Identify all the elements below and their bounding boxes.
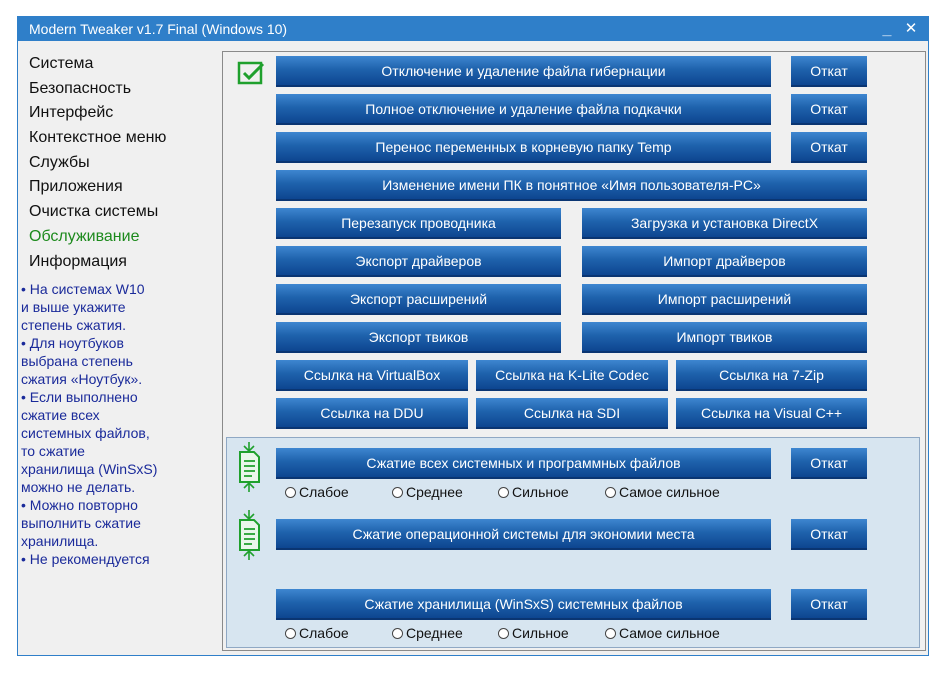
radio-label: Среднее [406, 484, 463, 500]
compress-document-icon [239, 442, 260, 492]
window-title: Modern Tweaker v1.7 Final (Windows 10) [29, 21, 288, 37]
compress-all-level-group: Слабое Среднее Сильное Самое сильное [285, 484, 845, 502]
radio-label: Слабое [299, 625, 349, 641]
radio-winsxs-strong[interactable]: Сильное [498, 625, 569, 641]
rollback-pagefile-button[interactable]: Откат [791, 94, 867, 125]
import-drivers-button[interactable]: Импорт драйверов [582, 246, 867, 277]
compression-panel: Сжатие всех системных и программных файл… [226, 437, 920, 648]
sidebar-item-cleanup[interactable]: Очистка системы [29, 203, 159, 221]
export-tweaks-button[interactable]: Экспорт твиков [276, 322, 561, 353]
compress-os-button[interactable]: Сжатие операционной системы для экономии… [276, 519, 771, 550]
app-window: Modern Tweaker v1.7 Final (Windows 10) _… [17, 16, 929, 656]
radio-all-weak[interactable]: Слабое [285, 484, 349, 500]
radio-circle[interactable] [498, 627, 509, 639]
close-button[interactable]: ✕ [904, 20, 918, 37]
radio-circle[interactable] [392, 627, 403, 639]
radio-circle[interactable] [605, 486, 616, 498]
link-vcpp-button[interactable]: Ссылка на Visual C++ [676, 398, 867, 429]
restart-explorer-button[interactable]: Перезапуск проводника [276, 208, 561, 239]
radio-circle[interactable] [605, 627, 616, 639]
import-tweaks-button[interactable]: Импорт твиков [582, 322, 867, 353]
title-bar[interactable]: Modern Tweaker v1.7 Final (Windows 10) _… [18, 17, 928, 41]
radio-all-strongest[interactable]: Самое сильное [605, 484, 720, 500]
export-drivers-button[interactable]: Экспорт драйверов [276, 246, 561, 277]
rollback-compress-winsxs-button[interactable]: Откат [791, 589, 867, 620]
compress-all-files-button[interactable]: Сжатие всех системных и программных файл… [276, 448, 771, 479]
rollback-temp-button[interactable]: Откат [791, 132, 867, 163]
radio-label: Самое сильное [619, 484, 720, 500]
sidebar-item-context-menu[interactable]: Контекстное меню [29, 129, 167, 147]
maintenance-panel: Отключение и удаление файла гибернации О… [222, 51, 926, 651]
sidebar-item-system[interactable]: Система [29, 55, 94, 72]
radio-all-medium[interactable]: Среднее [392, 484, 463, 500]
radio-label: Сильное [512, 625, 569, 641]
rollback-compress-os-button[interactable]: Откат [791, 519, 867, 550]
info-text: • На системах W10 и выше укажите степень… [21, 281, 158, 567]
radio-all-strong[interactable]: Сильное [498, 484, 569, 500]
radio-circle[interactable] [498, 486, 509, 498]
move-temp-button[interactable]: Перенос переменных в корневую папку Temp [276, 132, 771, 163]
rollback-hibernation-button[interactable]: Откат [791, 56, 867, 87]
install-directx-button[interactable]: Загрузка и установка DirectX [582, 208, 867, 239]
radio-circle[interactable] [285, 627, 296, 639]
minimize-button[interactable]: _ [882, 21, 892, 38]
sidebar: Система Безопасность Интерфейс Контекстн… [29, 53, 219, 275]
compress-document-icon [239, 510, 260, 560]
export-extensions-button[interactable]: Экспорт расширений [276, 284, 561, 315]
import-extensions-button[interactable]: Импорт расширений [582, 284, 867, 315]
compress-winsxs-button[interactable]: Сжатие хранилища (WinSxS) системных файл… [276, 589, 771, 620]
rollback-compress-all-button[interactable]: Откат [791, 448, 867, 479]
link-virtualbox-button[interactable]: Ссылка на VirtualBox [276, 360, 468, 391]
radio-label: Среднее [406, 625, 463, 641]
compress-winsxs-level-group: Слабое Среднее Сильное Самое сильное [285, 625, 845, 643]
link-sdi-button[interactable]: Ссылка на SDI [476, 398, 668, 429]
radio-winsxs-strongest[interactable]: Самое сильное [605, 625, 720, 641]
radio-label: Слабое [299, 484, 349, 500]
sidebar-item-services[interactable]: Службы [29, 153, 90, 171]
disable-pagefile-button[interactable]: Полное отключение и удаление файла подка… [276, 94, 771, 125]
radio-label: Сильное [512, 484, 569, 500]
link-ddu-button[interactable]: Ссылка на DDU [276, 398, 468, 429]
radio-label: Самое сильное [619, 625, 720, 641]
sidebar-item-maintenance[interactable]: Обслуживание [29, 227, 140, 245]
disable-hibernation-button[interactable]: Отключение и удаление файла гибернации [276, 56, 771, 87]
link-7zip-button[interactable]: Ссылка на 7-Zip [676, 360, 867, 391]
radio-circle[interactable] [392, 486, 403, 498]
sidebar-item-apps[interactable]: Приложения [29, 178, 123, 196]
sidebar-item-interface[interactable]: Интерфейс [29, 104, 114, 122]
radio-circle[interactable] [285, 486, 296, 498]
link-klite-button[interactable]: Ссылка на K-Lite Codec [476, 360, 668, 391]
radio-winsxs-medium[interactable]: Среднее [392, 625, 463, 641]
checkmark-box-icon [237, 61, 265, 85]
sidebar-item-security[interactable]: Безопасность [29, 79, 132, 97]
rename-pc-button[interactable]: Изменение имени ПК в понятное «Имя польз… [276, 170, 867, 201]
sidebar-item-information[interactable]: Информация [29, 252, 127, 270]
radio-winsxs-weak[interactable]: Слабое [285, 625, 349, 641]
